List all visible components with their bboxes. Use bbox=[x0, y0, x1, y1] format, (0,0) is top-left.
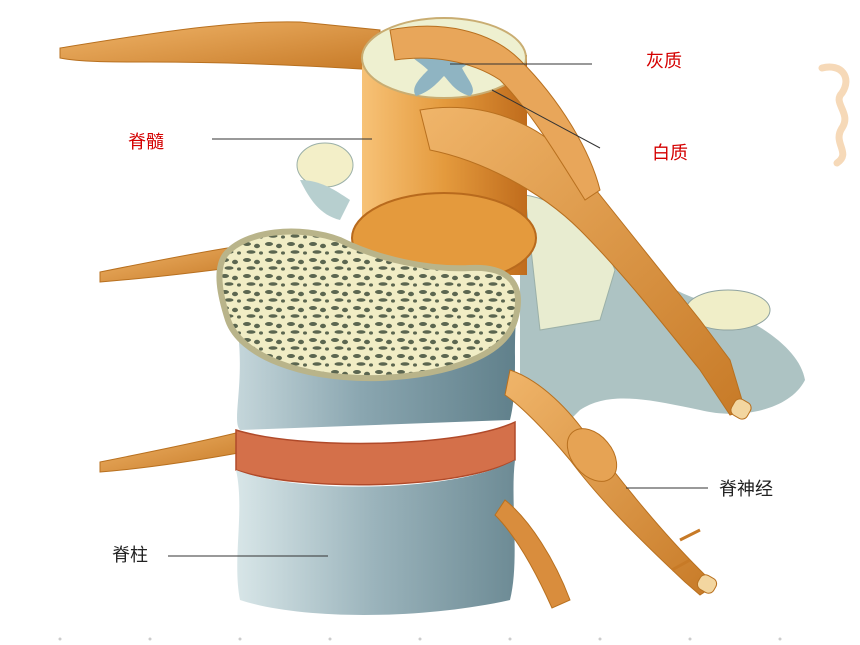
label-white-matter: 白质 bbox=[652, 143, 688, 164]
nerve-left-lower bbox=[99, 431, 245, 473]
spinal-nerve-end bbox=[696, 574, 718, 594]
label-gray-matter: 灰质 bbox=[646, 51, 682, 72]
label-spinal-nerve: 脊神经 bbox=[719, 479, 773, 500]
nerve-root-end-upper bbox=[730, 398, 752, 420]
decorative-corner-mark bbox=[818, 63, 850, 167]
vertebra-body-lower bbox=[236, 460, 515, 615]
label-spinal-column: 脊柱 bbox=[112, 545, 148, 566]
facet-left-stem bbox=[300, 180, 350, 220]
spinal-nerve-lower-branch bbox=[494, 499, 571, 609]
nerve-upper-left bbox=[59, 21, 381, 71]
nerve-twig-2 bbox=[671, 558, 691, 572]
nerve-root-upper-right bbox=[389, 25, 601, 201]
bottom-dot-border bbox=[58, 637, 782, 641]
label-spinal-cord: 脊髓 bbox=[128, 132, 164, 153]
leader-white-matter bbox=[491, 89, 601, 149]
spinal-nerve-sheath bbox=[566, 428, 618, 482]
vertebra-spongy-surface bbox=[216, 228, 521, 382]
nerve-twig-1 bbox=[679, 528, 701, 542]
intervertebral-disc bbox=[235, 420, 516, 486]
